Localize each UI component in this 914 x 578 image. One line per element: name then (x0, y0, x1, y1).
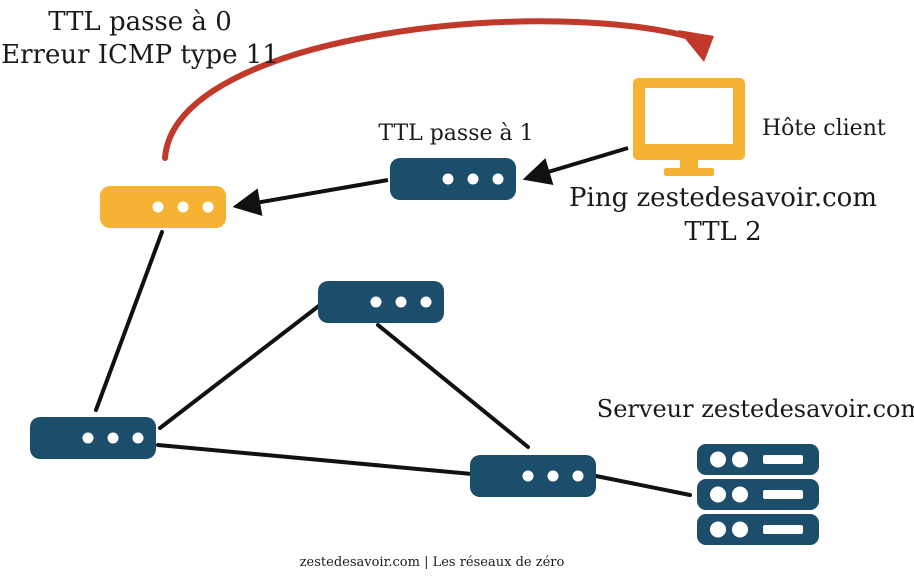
link-highlight-router-left-router (94, 230, 164, 412)
router-highlight (100, 186, 226, 228)
link-left-router-top-router (158, 303, 322, 430)
network-links (94, 230, 692, 497)
ttl-zero-label-line1: TTL passe à 0 (48, 7, 232, 37)
router-top (318, 281, 444, 323)
icmp-return-arrow (162, 18, 714, 161)
server-label: Serveur zestedesavoir.com (597, 395, 914, 423)
link-top-router-bottom-router (376, 323, 530, 449)
ttl-one-label: TTL passe à 1 (378, 121, 533, 146)
ping-arrows (232, 146, 629, 216)
icmp-arrowhead-icon (678, 30, 714, 62)
ping-label-line2: TTL 2 (684, 217, 761, 247)
server (697, 444, 819, 545)
router-mid (390, 158, 516, 200)
ping-label-line1: Ping zestedesavoir.com (569, 183, 877, 213)
monitor-icon (633, 78, 745, 176)
router-left (30, 417, 156, 459)
link-bottom-router-server (594, 474, 692, 497)
client-host (633, 78, 745, 176)
link-left-router-bottom-router (156, 443, 474, 476)
router-bottom (470, 455, 596, 497)
arrow-client-to-router (522, 146, 629, 185)
footer-credit: zestedesavoir.com | Les réseaux de zéro (300, 555, 565, 570)
server-stack-icon (697, 444, 819, 545)
arrow-router-to-highlight-router (232, 178, 389, 216)
ttl-zero-label-line2: Erreur ICMP type 11 (1, 40, 279, 70)
client-label: Hôte client (762, 116, 886, 141)
